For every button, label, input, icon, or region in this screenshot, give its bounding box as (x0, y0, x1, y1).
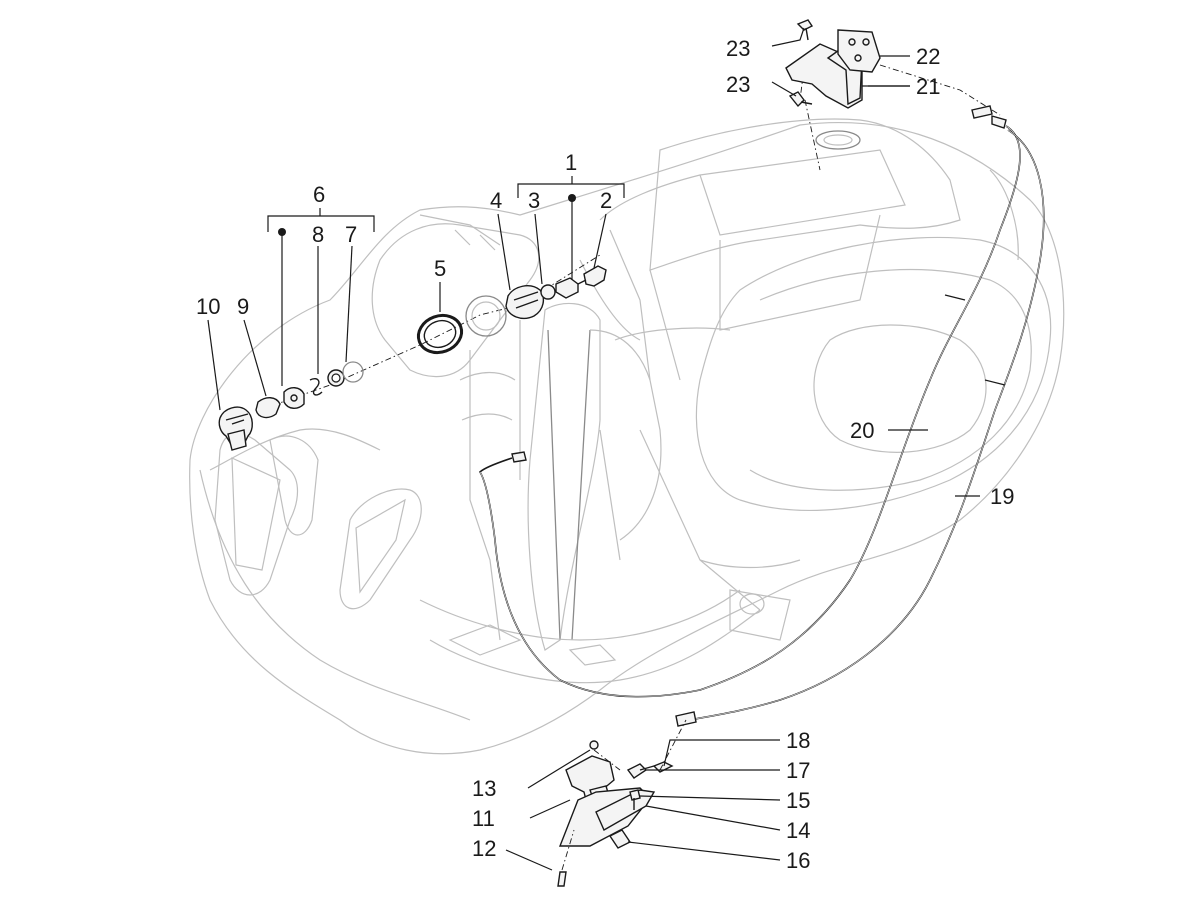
screw-15 (629, 789, 641, 801)
screw-top (796, 19, 814, 31)
key (583, 265, 607, 287)
callout-21: 21 (916, 74, 940, 99)
lock-socket (505, 285, 545, 320)
bracket-1 (517, 183, 625, 198)
callout-6: 6 (313, 182, 325, 207)
callout-19: 19 (990, 484, 1014, 509)
callout-9: 9 (237, 294, 249, 319)
seat-release-cables (478, 125, 1045, 727)
callout-12: 12 (472, 836, 496, 861)
seat-hinge-assembly (785, 19, 1007, 171)
callout-8: 8 (312, 222, 324, 247)
callout-labels: 1 2 3 4 5 6 7 8 9 10 11 12 13 14 15 16 1… (196, 36, 1014, 873)
callout-1: 1 (565, 150, 577, 175)
ignition-lock-assembly (218, 254, 607, 451)
switch-cover (255, 397, 281, 419)
callout-17: 17 (786, 758, 810, 783)
sleeve (540, 284, 556, 300)
hinge-plate (837, 29, 881, 73)
scooter-body-outline (189, 118, 1065, 755)
retaining-ring (416, 313, 464, 355)
callout-22: 22 (916, 44, 940, 69)
callout-7: 7 (345, 222, 357, 247)
bolt-17 (626, 763, 648, 779)
callout-14: 14 (786, 818, 810, 843)
callout-23-bottom: 23 (726, 72, 750, 97)
lock-cylinder (555, 277, 579, 299)
seat-lock-assembly (557, 719, 687, 887)
callout-15: 15 (786, 788, 810, 813)
screw-left (788, 91, 805, 108)
leader-lines (207, 27, 980, 871)
callout-2: 2 (600, 188, 612, 213)
callout-13: 13 (472, 776, 496, 801)
callout-16: 16 (786, 848, 810, 873)
callout-3: 3 (528, 188, 540, 213)
callout-5: 5 (434, 256, 446, 281)
spring (309, 378, 323, 396)
bracket-6 (267, 215, 375, 232)
callout-4: 4 (490, 188, 502, 213)
callout-18: 18 (786, 728, 810, 753)
pin-12 (557, 871, 567, 887)
callout-20: 20 (850, 418, 874, 443)
callout-23-top: 23 (726, 36, 750, 61)
callout-10: 10 (196, 294, 220, 319)
cable-20 (478, 125, 1021, 698)
callout-11: 11 (472, 806, 495, 831)
